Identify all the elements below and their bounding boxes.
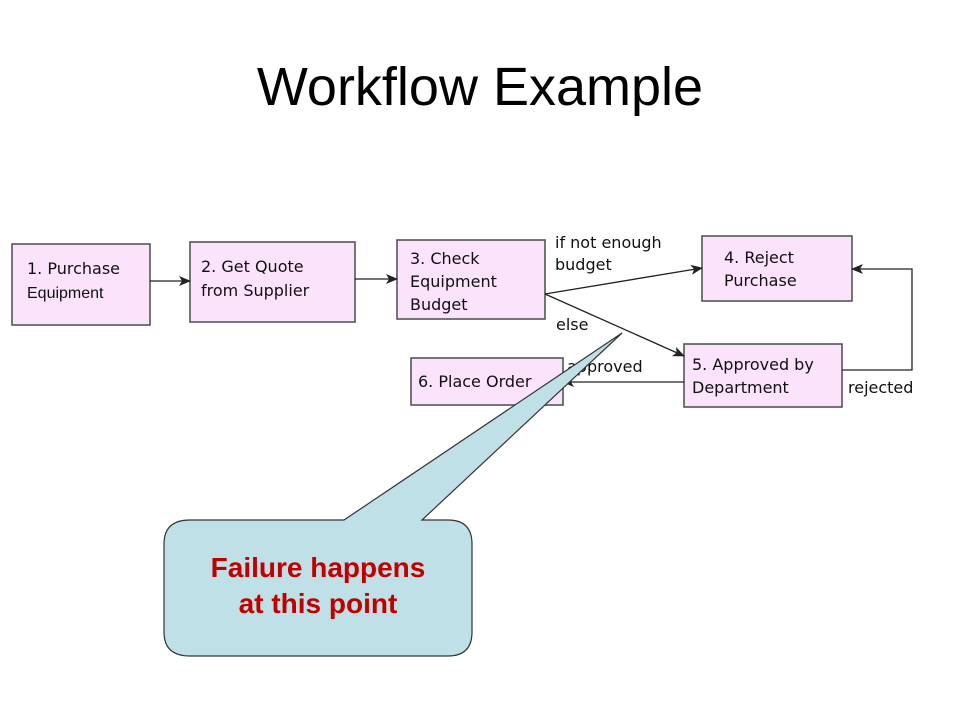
- node-1-line-2: Equipment: [27, 285, 104, 302]
- node-check-budget: 3. Check Equipment Budget: [396, 239, 546, 320]
- node-4-line-1: 4. Reject: [724, 248, 794, 267]
- edge-label-else: else: [556, 315, 588, 334]
- node-reject-purchase: 4. Reject Purchase: [701, 235, 853, 302]
- callout-bubble: [163, 332, 623, 657]
- edge-label-not-enough-2: budget: [555, 255, 612, 274]
- node-5-line-2: Department: [692, 378, 789, 397]
- node-2-line-1: 2. Get Quote: [201, 257, 304, 276]
- node-6-line-1: 6. Place Order: [418, 372, 532, 391]
- node-3-line-3: Budget: [410, 295, 468, 314]
- node-1-line-1: 1. Purchase: [27, 259, 120, 278]
- node-get-quote: 2. Get Quote from Supplier: [189, 241, 356, 323]
- node-5-line-1: 5. Approved by: [692, 355, 814, 374]
- edge-label-rejected: rejected: [848, 378, 913, 397]
- callout-line-1: Failure happens: [210, 552, 426, 583]
- node-3-line-1: 3. Check: [410, 249, 480, 268]
- edge-label-not-enough-1: if not enough: [555, 233, 662, 252]
- callout-line-2: at this point: [238, 588, 398, 619]
- node-3-line-2: Equipment: [410, 272, 497, 291]
- page-title: Workflow Example: [256, 57, 704, 117]
- node-approved-by-department: 5. Approved by Department: [683, 343, 843, 408]
- edge-3-to-5: [544, 293, 685, 357]
- edge-3-to-4: [544, 264, 703, 295]
- node-2-line-2: from Supplier: [201, 281, 310, 300]
- node-purchase-equipment: 1. Purchase Equipment: [11, 243, 151, 326]
- node-4-line-2: Purchase: [724, 271, 797, 290]
- callout-text: Failure happens at this point: [163, 550, 473, 622]
- edge-5-to-4: [842, 264, 913, 371]
